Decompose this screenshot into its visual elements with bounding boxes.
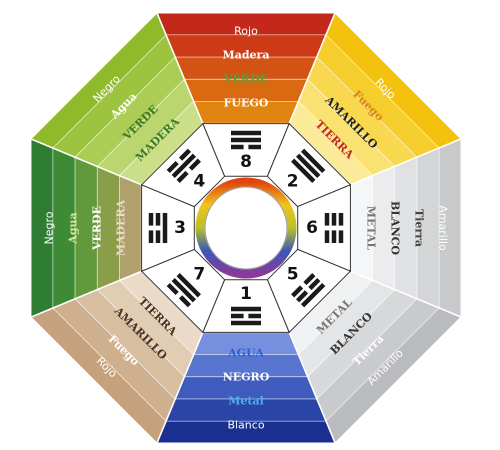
color-ring [195,177,297,279]
sector-norte-number: 1 [240,284,252,304]
sector-este-number: 3 [174,218,186,238]
sector-oeste-number: 6 [306,218,318,238]
trigram-sureste-icon [166,148,201,183]
sector-norte-row-3: NEGRO [223,371,270,384]
sectors-layer [29,11,463,445]
sector-sur-row-4: FUEGO [224,97,269,110]
sector-este-row-4: MADERA [115,199,128,256]
trigram-noreste-icon [166,273,201,308]
trigram-sur-icon [231,130,261,150]
center-circle [204,186,288,270]
sector-sur-row-2: Madera [223,49,270,62]
sector-suroeste-number: 2 [287,171,299,191]
trigram-este-icon [148,212,168,243]
sector-norte-row-4: AGUA [227,347,264,360]
sector-sur-number: 8 [240,152,252,172]
sector-sur-row-1: Rojo [234,25,258,38]
sector-oeste-row-2: Tierra [413,209,426,247]
trigram-oeste-icon [324,213,344,244]
trigram-suroeste-icon [291,148,326,183]
trigram-noroeste-icon [291,273,326,308]
sector-oeste-row-0: OESTE [460,204,475,252]
sector-oeste-row-3: BLANCO [389,201,402,255]
sector-este-row-0: ESTE [18,209,33,246]
trigram-norte-icon [231,306,261,326]
sector-este-row-2: Agua [67,212,80,244]
sector-sur-row-3: VERDE [223,73,268,86]
sector-noroeste-number: 5 [287,265,299,285]
sector-oeste-row-4: METAL [365,206,378,251]
sector-este-row-3: VERDE [91,206,104,251]
sector-sur-row-0: SUR [231,0,262,15]
sector-norte-row-0: NORTE [220,442,271,450]
sector-noreste-number: 7 [193,265,205,285]
sector-oeste-row-1: Amarillo [437,205,450,251]
sector-norte-row-2: Metal [228,395,264,408]
sector-sureste-number: 4 [193,171,205,191]
sector-norte-row-1: Blanco [227,419,264,432]
sector-este-row-1: Negro [43,211,56,244]
